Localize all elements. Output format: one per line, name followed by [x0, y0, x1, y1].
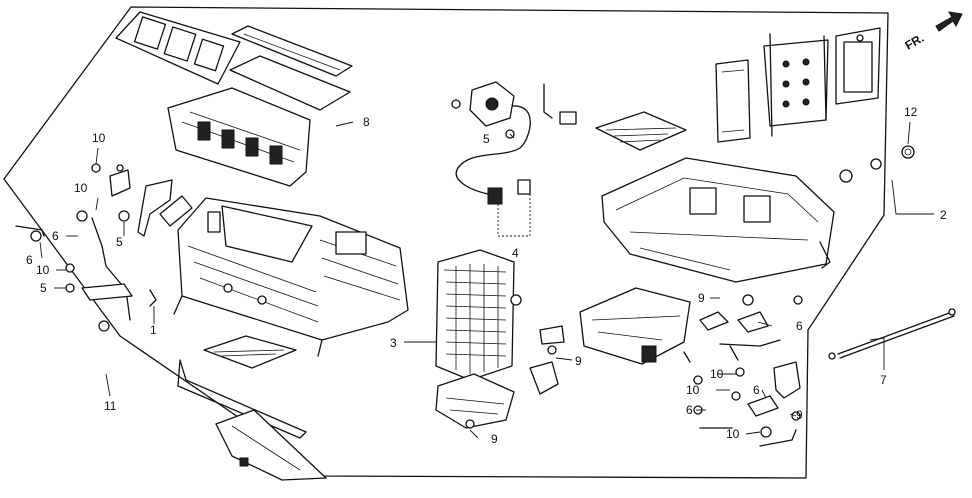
- callout-6-upper: 6: [52, 229, 59, 243]
- callout-labels: 1 2 3 4 5 5 5 6 6 6 6 6 7 8 9 9 9 9 10 1…: [26, 105, 947, 446]
- callout-1: 1: [150, 323, 157, 337]
- part-4-bracket: [497, 192, 531, 237]
- heater-core: [435, 249, 522, 381]
- drain-hose: [177, 359, 307, 439]
- heater-case: [173, 197, 409, 357]
- front-direction-indicator: FR.: [903, 11, 963, 53]
- callout-2: 2: [940, 208, 947, 222]
- callout-5-bracket: 5: [116, 235, 123, 249]
- callout-6-lower: 6: [26, 253, 33, 267]
- callout-10-left: 10: [36, 263, 50, 277]
- callout-10-right: 10: [710, 367, 724, 381]
- evaporator-case: [601, 157, 882, 283]
- heater-core-cover: [435, 373, 515, 429]
- mode-case: [579, 287, 691, 365]
- upper-duct-assembly: [115, 11, 353, 187]
- lower-duct: [215, 409, 327, 481]
- callout-10-top: 10: [92, 131, 106, 145]
- filter-tray: [203, 335, 297, 369]
- callout-10-upper: 10: [74, 181, 88, 195]
- actuator-motor: [451, 81, 687, 205]
- callout-9-right: 9: [796, 408, 803, 422]
- callout-6-mid: 6: [753, 383, 760, 397]
- callout-9-core: 9: [575, 354, 582, 368]
- callout-6-bottom: 6: [686, 403, 693, 417]
- small-hardware: [529, 294, 803, 447]
- callout-9-case: 9: [698, 291, 705, 305]
- callout-10-mid: 10: [686, 383, 700, 397]
- callout-7: 7: [880, 373, 887, 387]
- front-label: FR.: [903, 31, 927, 53]
- callout-4: 4: [512, 246, 519, 260]
- front-arrow-icon: [935, 11, 963, 32]
- grommet: [901, 145, 915, 159]
- callout-3: 3: [390, 336, 397, 350]
- callout-10-bottom: 10: [726, 427, 740, 441]
- callout-6-right: 6: [796, 319, 803, 333]
- door-panels: [715, 27, 881, 143]
- assembly-boundary: [3, 6, 889, 479]
- callout-12: 12: [904, 105, 918, 119]
- left-linkage: [15, 163, 193, 332]
- callout-8: 8: [363, 115, 370, 129]
- callout-5-motor: 5: [483, 132, 490, 146]
- callout-9-cover: 9: [491, 432, 498, 446]
- callout-5-left: 5: [40, 281, 47, 295]
- leader-lines: [39, 121, 934, 439]
- control-cable: [828, 308, 956, 360]
- callout-11: 11: [104, 399, 117, 413]
